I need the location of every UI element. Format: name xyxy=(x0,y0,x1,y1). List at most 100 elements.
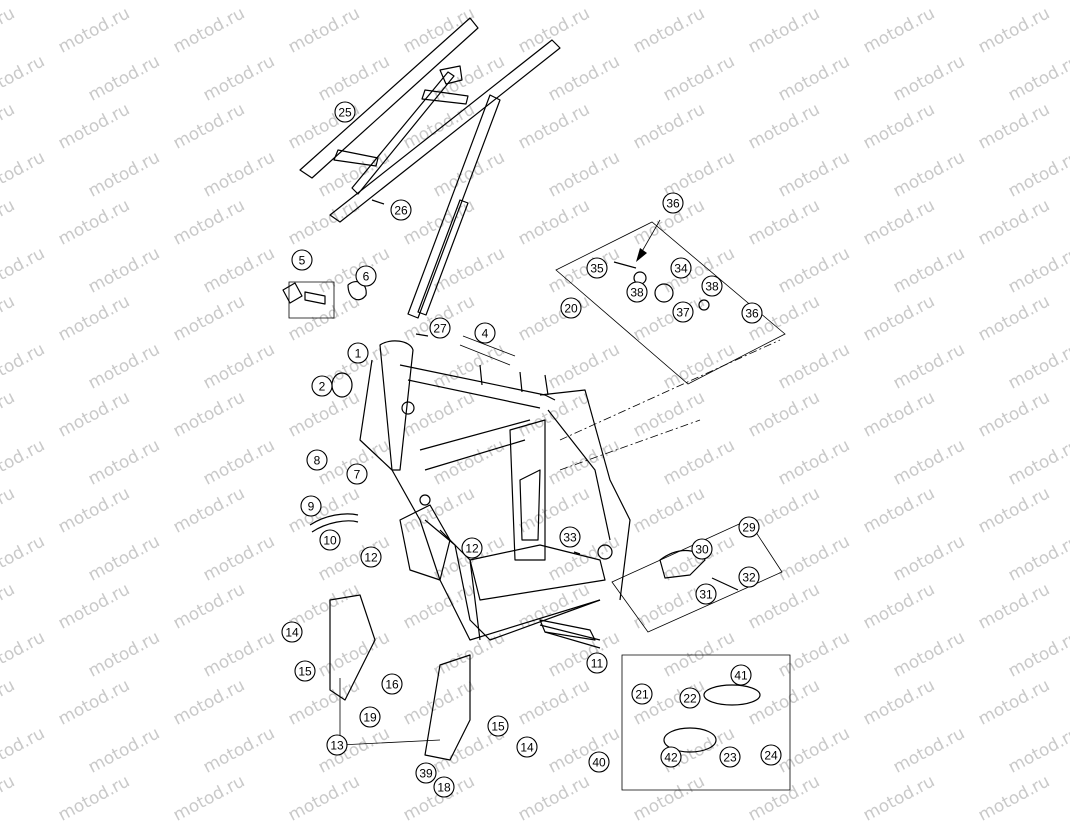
callout-number: 25 xyxy=(338,106,352,120)
callout-circle xyxy=(355,265,377,287)
callout-number: 33 xyxy=(563,531,577,545)
callout-c36b: 36 xyxy=(741,302,763,324)
callout-number: 29 xyxy=(742,521,756,535)
callout-circle xyxy=(695,583,717,605)
callout-circle xyxy=(291,249,313,271)
callout-c26: 26 xyxy=(390,199,412,221)
callout-number: 34 xyxy=(674,262,688,276)
callout-c38a: 38 xyxy=(701,275,723,297)
callout-circle xyxy=(300,495,322,517)
callout-c27: 27 xyxy=(429,317,451,339)
callout-circle xyxy=(719,746,741,768)
callout-circle xyxy=(381,673,403,695)
callout-circle xyxy=(730,664,752,686)
callout-c15a: 15 xyxy=(294,660,316,682)
callout-c8: 8 xyxy=(306,449,328,471)
callout-c40: 40 xyxy=(588,751,610,773)
callout-circle xyxy=(741,302,763,324)
callout-c21: 21 xyxy=(631,683,653,705)
callout-number: 12 xyxy=(364,551,378,565)
callout-number: 31 xyxy=(699,588,713,602)
callout-c12b: 12 xyxy=(461,537,483,559)
callout-number: 38 xyxy=(630,286,644,300)
callout-c14b: 14 xyxy=(516,736,538,758)
callout-number: 14 xyxy=(520,741,534,755)
callout-circle xyxy=(347,342,369,364)
callout-number: 14 xyxy=(285,626,299,640)
callout-c10: 10 xyxy=(319,529,341,551)
callout-circle xyxy=(672,301,694,323)
callout-c13: 13 xyxy=(326,734,348,756)
callout-number: 11 xyxy=(591,657,604,671)
callout-number: 32 xyxy=(742,571,756,585)
callout-c18: 18 xyxy=(433,776,455,798)
callout-c24: 24 xyxy=(760,744,782,766)
callout-circle xyxy=(631,683,653,705)
callout-circle xyxy=(306,449,328,471)
callout-circle xyxy=(586,652,608,674)
callout-number: 8 xyxy=(314,454,321,468)
callout-number: 13 xyxy=(330,739,344,753)
callout-circle xyxy=(326,734,348,756)
callout-c16: 16 xyxy=(381,673,403,695)
callout-number: 18 xyxy=(437,781,451,795)
callout-number: 1 xyxy=(355,347,362,361)
callout-c39: 39 xyxy=(415,762,437,784)
callout-c41: 41 xyxy=(730,664,752,686)
callout-number: 26 xyxy=(394,204,408,218)
callout-number: 36 xyxy=(745,307,759,321)
callout-number: 30 xyxy=(695,543,709,557)
callout-number: 42 xyxy=(664,751,678,765)
callout-number: 9 xyxy=(308,500,315,514)
callout-circle xyxy=(662,192,684,214)
callout-c2: 2 xyxy=(311,375,333,397)
callout-circle xyxy=(679,687,701,709)
callout-number: 15 xyxy=(298,665,312,679)
callout-number: 12 xyxy=(465,542,479,556)
callout-circle xyxy=(670,257,692,279)
callout-circle xyxy=(311,375,333,397)
callout-number: 35 xyxy=(590,262,604,276)
callout-circle xyxy=(559,526,581,548)
callout-circle xyxy=(294,660,316,682)
callout-number: 10 xyxy=(323,534,337,548)
callout-circle xyxy=(626,281,648,303)
callout-circle xyxy=(760,744,782,766)
rear-subframe xyxy=(299,17,561,319)
callout-c11: 11 xyxy=(586,652,608,674)
callout-circle xyxy=(390,199,412,221)
callout-number: 22 xyxy=(683,692,697,706)
callout-c7: 7 xyxy=(346,463,368,485)
callout-c32: 32 xyxy=(738,566,760,588)
callout-circle xyxy=(586,257,608,279)
callout-c29: 29 xyxy=(738,516,760,538)
callout-circle xyxy=(560,297,582,319)
group-brackets xyxy=(288,221,791,791)
callout-circle xyxy=(487,715,509,737)
callout-circle xyxy=(429,317,451,339)
callout-number: 37 xyxy=(676,306,690,320)
callout-c22: 22 xyxy=(679,687,701,709)
callout-circle xyxy=(334,101,356,123)
callout-c23: 23 xyxy=(719,746,741,768)
callout-number: 4 xyxy=(482,327,489,341)
callout-c37: 37 xyxy=(672,301,694,323)
callout-c31: 31 xyxy=(695,583,717,605)
callout-c15b: 15 xyxy=(487,715,509,737)
callout-c14a: 14 xyxy=(281,621,303,643)
callout-c1: 1 xyxy=(347,342,369,364)
callout-number: 23 xyxy=(723,751,737,765)
callout-number: 6 xyxy=(363,270,370,284)
callout-number: 19 xyxy=(363,711,377,725)
callout-c42: 42 xyxy=(660,746,682,768)
callout-circle xyxy=(516,736,538,758)
callout-c33: 33 xyxy=(559,526,581,548)
callout-number: 27 xyxy=(433,322,447,336)
callout-circle xyxy=(359,706,381,728)
callout-number: 7 xyxy=(354,468,361,482)
callout-circle xyxy=(415,762,437,784)
callout-number: 21 xyxy=(635,688,649,702)
